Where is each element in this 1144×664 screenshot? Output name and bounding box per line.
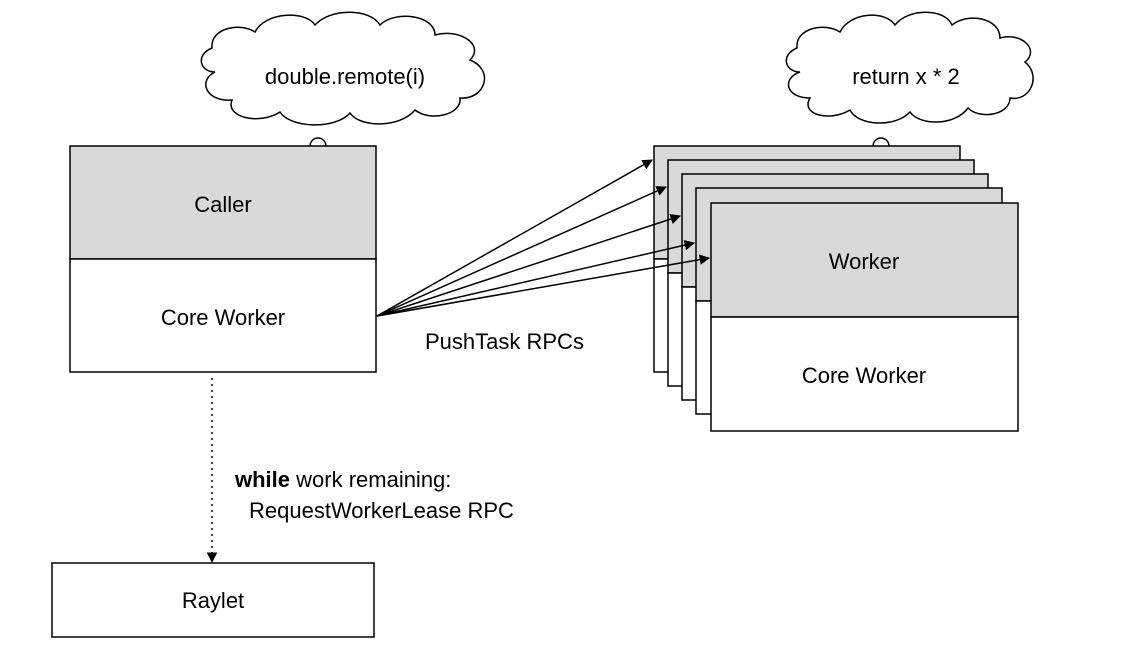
worker-header xyxy=(710,202,1019,318)
caller-box: Caller Core Worker xyxy=(69,145,377,373)
lease-line-2: RequestWorkerLease RPC xyxy=(249,498,514,523)
worker-box-front: Worker Core Worker xyxy=(710,202,1019,432)
worker-core-worker xyxy=(710,316,1019,432)
caller-thought-bubble: double.remote(i) xyxy=(200,11,486,126)
lease-line-1-rest: work remaining: xyxy=(290,467,451,492)
worker-thought-bubble: return x * 2 xyxy=(785,11,1034,124)
caller-core-worker xyxy=(69,258,377,373)
raylet-label: Raylet xyxy=(182,588,244,613)
worker-thought-text: return x * 2 xyxy=(852,64,960,89)
lease-keyword: while xyxy=(234,467,290,492)
worker-stack: Worker Core Worker xyxy=(653,145,1019,432)
push-task-arrows xyxy=(376,159,711,317)
lease-line-1: while work remaining: xyxy=(234,467,451,492)
caller-header xyxy=(69,145,377,260)
push-task-label: PushTask RPCs xyxy=(425,329,584,354)
push-arrow-1 xyxy=(376,159,653,317)
worker-core-worker-label: Core Worker xyxy=(802,363,926,388)
push-arrow-3 xyxy=(376,213,681,317)
caller-label: Caller xyxy=(194,192,251,217)
caller-thought-text: double.remote(i) xyxy=(265,64,425,89)
caller-core-worker-label: Core Worker xyxy=(161,305,285,330)
raylet-box: Raylet xyxy=(51,562,375,638)
worker-label: Worker xyxy=(829,249,900,274)
push-arrow-5 xyxy=(376,254,711,317)
push-arrow-2 xyxy=(376,186,667,317)
push-arrow-4 xyxy=(376,240,696,317)
